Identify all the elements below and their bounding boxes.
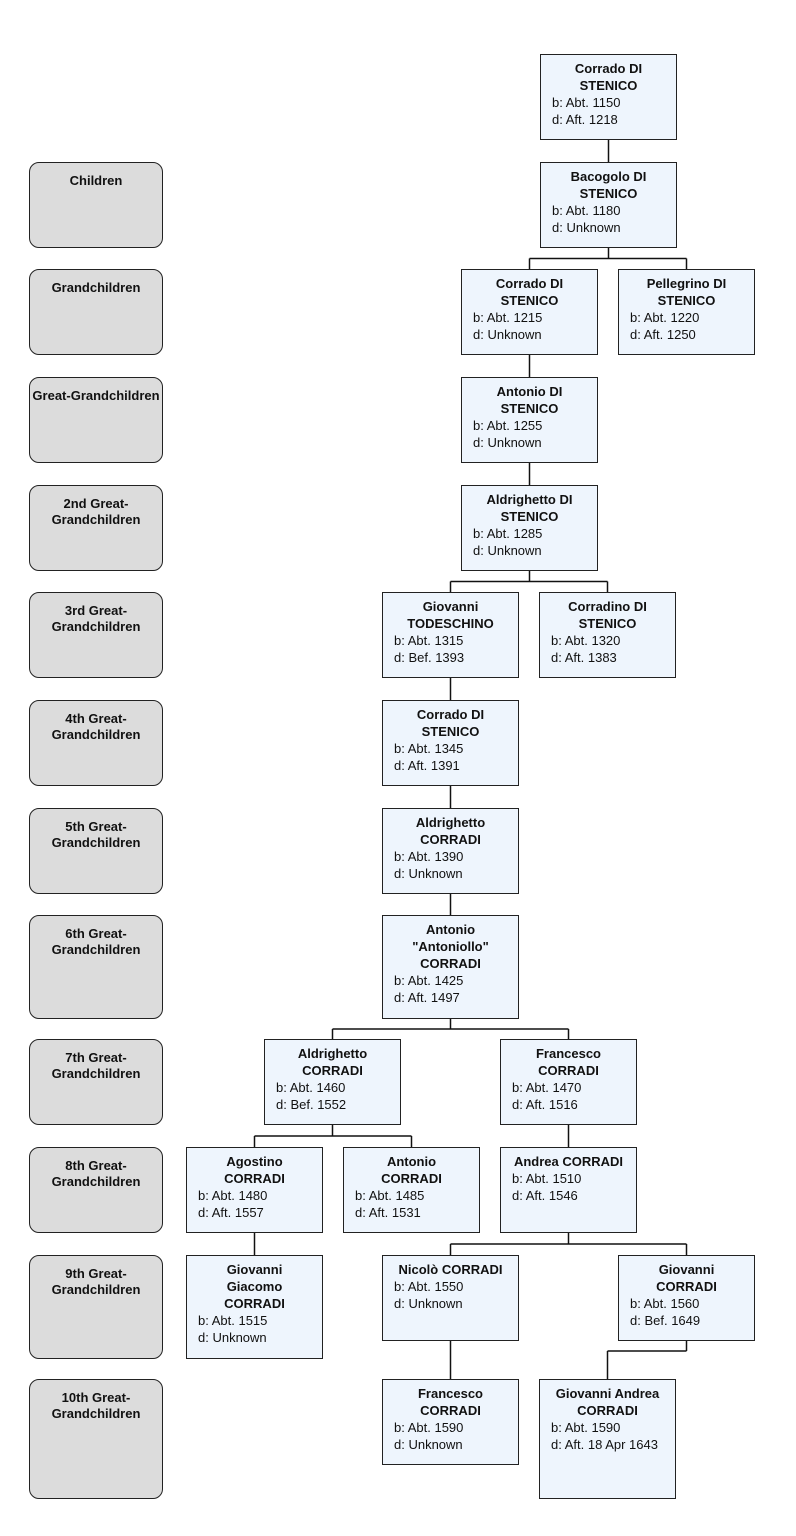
- person-death: d: Unknown: [473, 327, 542, 342]
- person-death: d: Aft. 1516: [512, 1097, 578, 1112]
- person-name: Antonio CORRADI: [381, 1154, 442, 1186]
- generation-label-9th-great-grandchildren: 9th Great-Grandchildren: [29, 1255, 163, 1359]
- person-box: Corrado DI STENICO b: Abt. 1215 d: Unkno…: [461, 269, 598, 355]
- person-death: d: Unknown: [394, 866, 463, 881]
- person-name: Nicolò CORRADI: [398, 1262, 503, 1277]
- person-death: d: Aft. 1383: [551, 650, 617, 665]
- generation-label-5th-great-grandchildren: 5th Great-Grandchildren: [29, 808, 163, 894]
- person-death: d: Aft. 1531: [355, 1205, 421, 1220]
- generation-label-10th-great-grandchildren: 10th Great-Grandchildren: [29, 1379, 163, 1499]
- person-birth: b: Abt. 1315: [394, 633, 464, 648]
- generation-label-4th-great-grandchildren: 4th Great-Grandchildren: [29, 700, 163, 786]
- person-box: Aldrighetto DI STENICO b: Abt. 1285 d: U…: [461, 485, 598, 571]
- person-box: Giovanni Andrea CORRADI b: Abt. 1590 d: …: [539, 1379, 676, 1499]
- person-box: Giovanni TODESCHINO b: Abt. 1315 d: Bef.…: [382, 592, 519, 678]
- person-box: Bacogolo DI STENICO b: Abt. 1180 d: Unkn…: [540, 162, 677, 248]
- person-death: d: Aft. 1391: [394, 758, 460, 773]
- person-name: Francesco CORRADI: [535, 1046, 602, 1078]
- person-name: Aldrighetto CORRADI: [415, 815, 486, 847]
- generation-label-8th-great-grandchildren: 8th Great-Grandchildren: [29, 1147, 163, 1233]
- person-death: d: Aft. 1557: [198, 1205, 264, 1220]
- person-box: Antonio CORRADI b: Abt. 1485 d: Aft. 153…: [343, 1147, 480, 1233]
- person-box: Aldrighetto CORRADI b: Abt. 1460 d: Bef.…: [264, 1039, 401, 1125]
- person-name: Corradino DI STENICO: [568, 599, 647, 631]
- person-death: d: Bef. 1393: [394, 650, 465, 665]
- generation-label-great-grandchildren: Great-Grandchildren: [29, 377, 163, 463]
- person-name: Pellegrino DI STENICO: [646, 276, 727, 308]
- person-box: Antonio "Antoniollo" CORRADI b: Abt. 142…: [382, 915, 519, 1019]
- person-death: d: Unknown: [552, 220, 621, 235]
- person-box: Francesco CORRADI b: Abt. 1590 d: Unknow…: [382, 1379, 519, 1465]
- person-box: Antonio DI STENICO b: Abt. 1255 d: Unkno…: [461, 377, 598, 463]
- person-birth: b: Abt. 1255: [473, 418, 543, 433]
- person-name: Giovanni CORRADI: [656, 1262, 717, 1294]
- person-name: Antonio DI STENICO: [496, 384, 563, 416]
- person-name: Agostino CORRADI: [224, 1154, 285, 1186]
- person-box: Pellegrino DI STENICO b: Abt. 1220 d: Af…: [618, 269, 755, 355]
- person-name: Andrea CORRADI: [513, 1154, 624, 1169]
- person-name: Aldrighetto DI STENICO: [486, 492, 573, 524]
- person-birth: b: Abt. 1550: [394, 1279, 464, 1294]
- person-box: Nicolò CORRADI b: Abt. 1550 d: Unknown: [382, 1255, 519, 1341]
- person-box: Aldrighetto CORRADI b: Abt. 1390 d: Unkn…: [382, 808, 519, 894]
- person-name: Antonio "Antoniollo" CORRADI: [412, 922, 489, 971]
- person-death: d: Aft. 18 Apr 1643: [551, 1437, 658, 1452]
- person-birth: b: Abt. 1480: [198, 1188, 268, 1203]
- person-birth: b: Abt. 1590: [394, 1420, 464, 1435]
- person-birth: b: Abt. 1220: [630, 310, 700, 325]
- person-name: Giovanni Andrea CORRADI: [555, 1386, 660, 1418]
- person-death: d: Aft. 1497: [394, 990, 460, 1005]
- person-box: Giovanni Giacomo CORRADI b: Abt. 1515 d:…: [186, 1255, 323, 1359]
- person-death: d: Unknown: [198, 1330, 267, 1345]
- generation-label-2nd-great-grandchildren: 2nd Great-Grandchildren: [29, 485, 163, 571]
- person-name: Francesco CORRADI: [417, 1386, 484, 1418]
- person-birth: b: Abt. 1390: [394, 849, 464, 864]
- person-box: Giovanni CORRADI b: Abt. 1560 d: Bef. 16…: [618, 1255, 755, 1341]
- generation-label-children: Children: [29, 162, 163, 248]
- person-box: Corrado DI STENICO b: Abt. 1345 d: Aft. …: [382, 700, 519, 786]
- person-name: Bacogolo DI STENICO: [570, 169, 647, 201]
- person-death: d: Unknown: [473, 435, 542, 450]
- person-birth: b: Abt. 1425: [394, 973, 464, 988]
- person-birth: b: Abt. 1485: [355, 1188, 425, 1203]
- person-birth: b: Abt. 1590: [551, 1420, 621, 1435]
- person-name: Corrado DI STENICO: [495, 276, 564, 308]
- person-death: d: Aft. 1546: [512, 1188, 578, 1203]
- person-death: d: Bef. 1649: [630, 1313, 701, 1328]
- person-death: d: Unknown: [394, 1437, 463, 1452]
- person-birth: b: Abt. 1320: [551, 633, 621, 648]
- generation-label-7th-great-grandchildren: 7th Great-Grandchildren: [29, 1039, 163, 1125]
- person-death: d: Aft. 1250: [630, 327, 696, 342]
- person-name: Corrado DI STENICO: [416, 707, 485, 739]
- generation-label-6th-great-grandchildren: 6th Great-Grandchildren: [29, 915, 163, 1019]
- person-birth: b: Abt. 1285: [473, 526, 543, 541]
- person-birth: b: Abt. 1150: [552, 95, 621, 110]
- person-death: d: Unknown: [473, 543, 542, 558]
- person-birth: b: Abt. 1515: [198, 1313, 268, 1328]
- person-birth: b: Abt. 1180: [552, 203, 621, 218]
- person-box: Andrea CORRADI b: Abt. 1510 d: Aft. 1546: [500, 1147, 637, 1233]
- person-birth: b: Abt. 1215: [473, 310, 543, 325]
- person-birth: b: Abt. 1460: [276, 1080, 346, 1095]
- person-birth: b: Abt. 1560: [630, 1296, 700, 1311]
- person-death: d: Aft. 1218: [552, 112, 618, 127]
- person-death: d: Unknown: [394, 1296, 463, 1311]
- person-birth: b: Abt. 1345: [394, 741, 464, 756]
- person-name: Aldrighetto CORRADI: [297, 1046, 368, 1078]
- person-box: Francesco CORRADI b: Abt. 1470 d: Aft. 1…: [500, 1039, 637, 1125]
- person-name: Corrado DI STENICO: [574, 61, 643, 93]
- person-birth: b: Abt. 1510: [512, 1171, 582, 1186]
- generation-label-3rd-great-grandchildren: 3rd Great-Grandchildren: [29, 592, 163, 678]
- person-birth: b: Abt. 1470: [512, 1080, 582, 1095]
- person-name: Giovanni Giacomo CORRADI: [224, 1262, 285, 1311]
- person-death: d: Bef. 1552: [276, 1097, 347, 1112]
- generation-label-grandchildren: Grandchildren: [29, 269, 163, 355]
- person-box: Corradino DI STENICO b: Abt. 1320 d: Aft…: [539, 592, 676, 678]
- person-box: Agostino CORRADI b: Abt. 1480 d: Aft. 15…: [186, 1147, 323, 1233]
- person-box: Corrado DI STENICO b: Abt. 1150 d: Aft. …: [540, 54, 677, 140]
- person-name: Giovanni TODESCHINO: [407, 599, 494, 631]
